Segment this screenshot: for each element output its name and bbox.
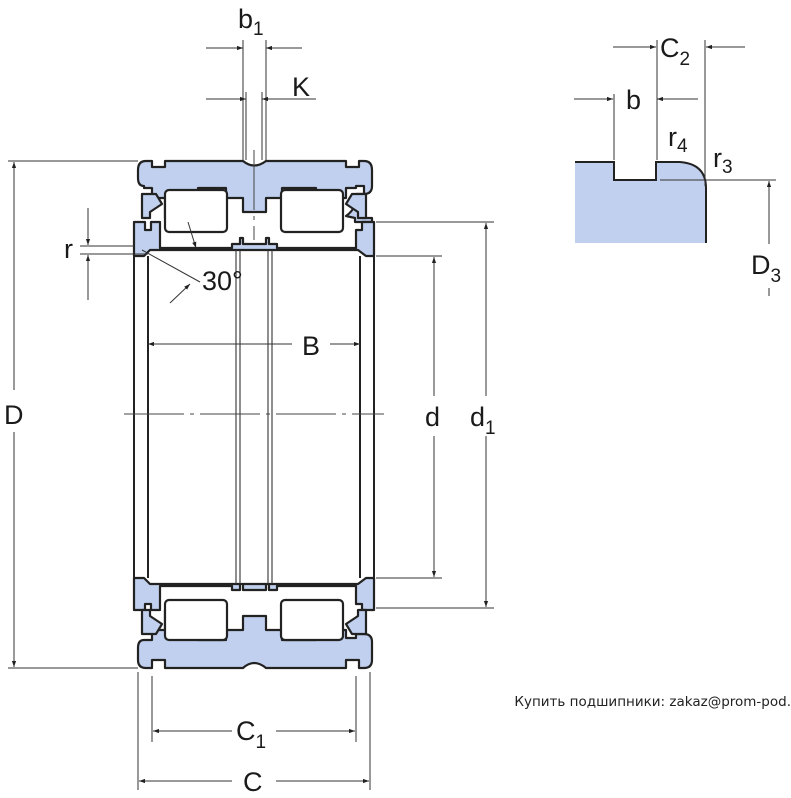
seal-bottom-left [140,608,164,636]
label-b1: b1 [238,4,264,40]
label-r: r [64,234,73,264]
label-r3: r3 [713,143,733,178]
roller-top-right [279,188,345,234]
label-d: d [425,402,440,432]
label-b: b [626,85,641,115]
label-C2: C2 [660,33,690,70]
roller-top-left [163,188,229,234]
seal-top-left [140,192,164,220]
label-D3: D3 [751,250,781,287]
bearing-section [124,150,384,670]
groove-detail [574,40,776,296]
footer-contact-text: Купить подшипники: zakaz@prom-pod. [514,694,791,710]
detail-section [575,162,706,243]
inner-ring-top [132,220,376,258]
label-d1: d1 [470,402,496,439]
label-30-degree: 30° [202,266,243,296]
label-C1: C1 [236,716,266,753]
label-D: D [4,400,24,430]
seal-top-right [344,192,368,220]
seal-bottom-right [344,608,368,636]
label-r4: r4 [668,122,688,157]
dimension-labels: b1 K r 30° B D d d1 C1 C C2 b r4 r3 D3 [4,4,781,797]
roller-bottom-right [279,598,345,642]
label-K: K [292,72,310,102]
label-B: B [302,331,320,361]
label-C: C [243,767,263,797]
dimensions [8,40,494,790]
roller-bottom-left [163,598,229,642]
